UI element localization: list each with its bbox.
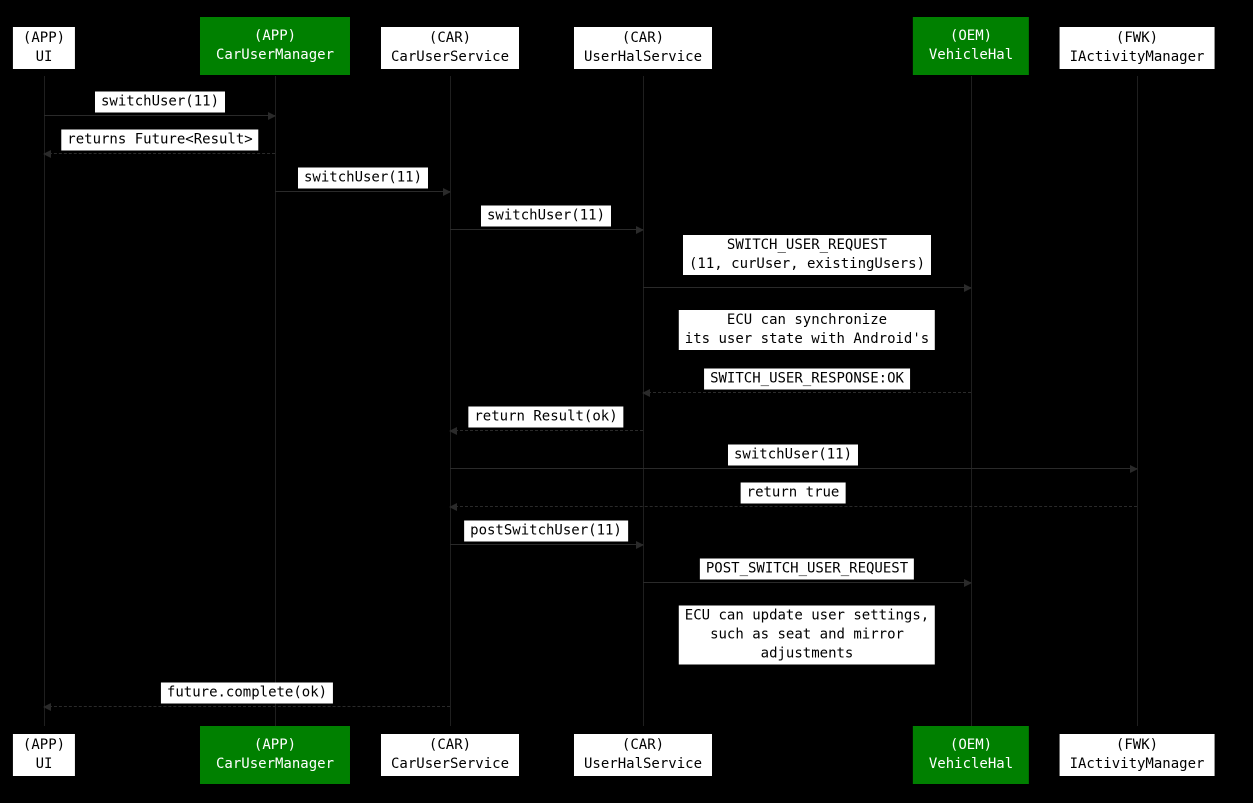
arrowhead-icon bbox=[443, 188, 451, 196]
message-return-true: return true bbox=[740, 482, 846, 504]
participant-name: IActivityManager bbox=[1069, 49, 1205, 65]
participant-group: (OEM) bbox=[949, 28, 993, 44]
arrow-switch-user-request bbox=[643, 284, 972, 292]
lifeline-car-user-manager bbox=[275, 76, 276, 726]
message-switch-user-3: switchUser(11) bbox=[480, 205, 612, 227]
participant-user-hal-service-top: (CAR) UserHalService bbox=[573, 27, 713, 69]
lifeline-car-user-service bbox=[450, 76, 451, 726]
participant-name: CarUserManager bbox=[215, 47, 335, 63]
participant-group: (CAR) bbox=[621, 30, 665, 46]
message-future-complete: future.complete(ok) bbox=[160, 682, 334, 704]
participant-vehicle-hal-top: (OEM) VehicleHal bbox=[912, 17, 1030, 75]
participant-user-hal-service-bottom: (CAR) UserHalService bbox=[573, 734, 713, 776]
arrowhead-icon bbox=[449, 427, 457, 435]
arrowhead-icon bbox=[964, 284, 972, 292]
arrowhead-icon bbox=[1130, 465, 1138, 473]
participant-ui-bottom: (APP) UI bbox=[12, 734, 76, 776]
arrow-switch-user-1 bbox=[44, 112, 276, 120]
arrow-future-complete bbox=[43, 703, 450, 711]
message-returns-future: returns Future<Result> bbox=[61, 129, 259, 151]
participant-group: (CAR) bbox=[428, 737, 472, 753]
arrowhead-icon bbox=[636, 226, 644, 234]
arrow-return-result bbox=[449, 427, 643, 435]
participant-name: UI bbox=[35, 756, 53, 772]
participant-group: (CAR) bbox=[621, 737, 665, 753]
message-post-switch-user-request: POST_SWITCH_USER_REQUEST bbox=[699, 558, 915, 580]
participant-i-activity-manager-bottom: (FWK) IActivityManager bbox=[1059, 734, 1215, 776]
participant-group: (APP) bbox=[22, 30, 66, 46]
participant-group: (FWK) bbox=[1115, 30, 1159, 46]
participant-car-user-service-bottom: (CAR) CarUserService bbox=[380, 734, 520, 776]
arrow-return-true bbox=[449, 503, 1137, 511]
participant-name: UserHalService bbox=[583, 49, 703, 65]
participant-group: (OEM) bbox=[949, 737, 993, 753]
participant-name: IActivityManager bbox=[1069, 756, 1205, 772]
arrow-switch-user-3 bbox=[450, 226, 644, 234]
participant-group: (APP) bbox=[22, 737, 66, 753]
participant-group: (FWK) bbox=[1115, 737, 1159, 753]
lifeline-user-hal-service bbox=[643, 76, 644, 726]
message-switch-user-request: SWITCH_USER_REQUEST (11, curUser, existi… bbox=[682, 235, 932, 275]
lifeline-i-activity-manager bbox=[1137, 76, 1138, 726]
arrow-post-switch-user-request bbox=[643, 579, 972, 587]
arrowhead-icon bbox=[449, 503, 457, 511]
arrowhead-icon bbox=[636, 541, 644, 549]
message-switch-user-4: switchUser(11) bbox=[727, 444, 859, 466]
arrowhead-icon bbox=[642, 389, 650, 397]
participant-name: UI bbox=[35, 49, 53, 65]
participant-group: (APP) bbox=[253, 737, 297, 753]
note-ecu-synchronize: ECU can synchronize its user state with … bbox=[678, 310, 936, 350]
arrowhead-icon bbox=[43, 703, 51, 711]
participant-name: VehicleHal bbox=[928, 756, 1014, 772]
arrow-switch-user-2 bbox=[275, 188, 451, 196]
message-post-switch-user: postSwitchUser(11) bbox=[464, 520, 628, 542]
arrow-switch-user-response bbox=[642, 389, 971, 397]
participant-name: CarUserService bbox=[390, 49, 510, 65]
lifeline-vehicle-hal bbox=[971, 76, 972, 726]
participant-car-user-manager-top: (APP) CarUserManager bbox=[199, 17, 351, 75]
arrowhead-icon bbox=[43, 150, 51, 158]
message-return-result: return Result(ok) bbox=[468, 406, 624, 428]
arrow-returns-future bbox=[43, 150, 275, 158]
participant-car-user-manager-bottom: (APP) CarUserManager bbox=[199, 726, 351, 784]
participant-car-user-service-top: (CAR) CarUserService bbox=[380, 27, 520, 69]
participant-name: CarUserService bbox=[390, 756, 510, 772]
participant-group: (APP) bbox=[253, 28, 297, 44]
arrow-post-switch-user bbox=[450, 541, 644, 549]
note-ecu-update-settings: ECU can update user settings, such as se… bbox=[678, 605, 936, 665]
participant-name: CarUserManager bbox=[215, 756, 335, 772]
participant-name: VehicleHal bbox=[928, 47, 1014, 63]
message-switch-user-response: SWITCH_USER_RESPONSE:OK bbox=[704, 368, 910, 390]
message-switch-user-2: switchUser(11) bbox=[297, 167, 429, 189]
participant-group: (CAR) bbox=[428, 30, 472, 46]
participant-i-activity-manager-top: (FWK) IActivityManager bbox=[1059, 27, 1215, 69]
arrowhead-icon bbox=[268, 112, 276, 120]
participant-ui-top: (APP) UI bbox=[12, 27, 76, 69]
lifeline-ui bbox=[44, 76, 45, 726]
message-switch-user-1: switchUser(11) bbox=[94, 91, 226, 113]
arrow-switch-user-4 bbox=[450, 465, 1138, 473]
arrowhead-icon bbox=[964, 579, 972, 587]
participant-vehicle-hal-bottom: (OEM) VehicleHal bbox=[912, 726, 1030, 784]
participant-name: UserHalService bbox=[583, 756, 703, 772]
